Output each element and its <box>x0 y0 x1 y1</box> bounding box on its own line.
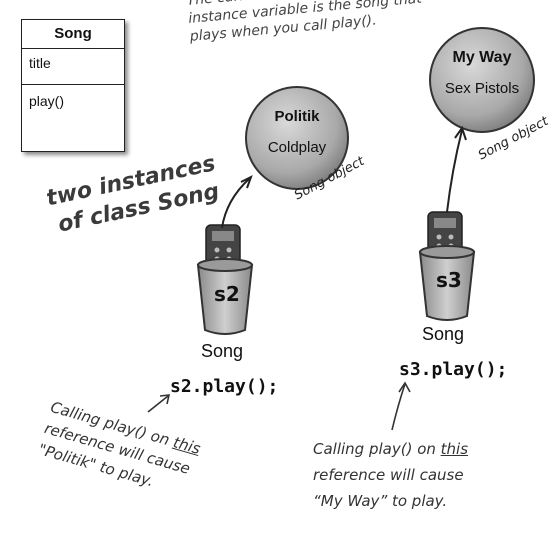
ref-name-s2: s2 <box>214 282 240 306</box>
uml-class-box: Song title play() <box>21 19 125 152</box>
arrow-s3-to-myway <box>446 129 463 213</box>
object-ball-politik <box>245 86 349 190</box>
uml-class-name: Song <box>22 20 124 49</box>
note-right-line-1a: Calling play() on <box>313 440 441 458</box>
object-ball-myway <box>429 27 535 133</box>
note-right: Calling play() on this reference will ca… <box>313 436 468 514</box>
object-artist-politik: Coldplay <box>267 139 327 156</box>
uml-attribute: title <box>22 49 124 85</box>
object-artist-myway: Sex Pistols <box>444 80 520 97</box>
ref-name-s3: s3 <box>436 268 462 292</box>
ref-type-s2: Song <box>201 341 244 361</box>
note-right-line-1: Calling play() on this <box>313 436 468 462</box>
arrow-note-left <box>147 395 169 413</box>
note-right-line-3: “My Way” to play. <box>313 492 448 510</box>
object-title-politik: Politik <box>274 108 320 125</box>
reference-cup-s2 <box>196 224 254 335</box>
ref-type-s3: Song <box>422 324 465 344</box>
arrow-s2-to-politik <box>221 177 251 229</box>
note-right-emphasis: this <box>440 440 469 458</box>
uml-method: play() <box>29 93 65 109</box>
reference-cup-s3 <box>418 211 476 321</box>
code-s2-play: s2.play(); <box>170 376 279 397</box>
code-s3-play: s3.play(); <box>399 359 508 380</box>
object-title-myway: My Way <box>452 49 512 66</box>
note-right-line-2: reference will cause <box>313 466 464 484</box>
arrow-note-right <box>391 383 406 431</box>
